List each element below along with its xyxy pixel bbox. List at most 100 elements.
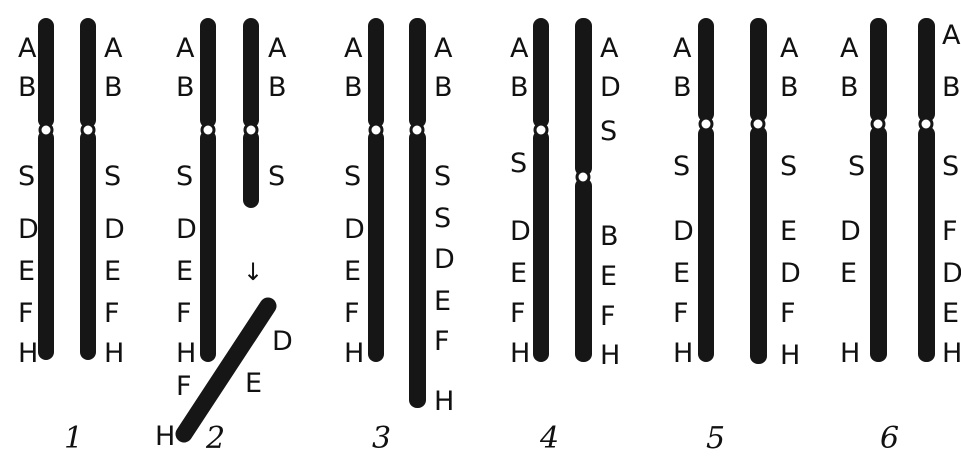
gene-label: A bbox=[780, 33, 799, 64]
chromosome-right-arm-top bbox=[80, 18, 96, 128]
chromosome-left-arm-bottom bbox=[533, 130, 549, 362]
chromosome-left-arm-top bbox=[368, 18, 384, 128]
gene-label: F bbox=[18, 298, 34, 329]
chromosome-left-arm-top bbox=[533, 18, 549, 128]
gene-label: B bbox=[104, 72, 123, 103]
gene-label: B bbox=[942, 72, 961, 103]
gene-label: B bbox=[673, 72, 692, 103]
gene-label: B bbox=[18, 72, 37, 103]
chromosome-right-arm-bottom bbox=[80, 130, 96, 360]
gene-label: H bbox=[434, 386, 454, 417]
gene-label: H bbox=[600, 340, 620, 371]
centromere-left bbox=[700, 118, 712, 130]
chromosome-left-arm-bottom bbox=[368, 130, 384, 362]
gene-label: D bbox=[434, 244, 455, 275]
gene-label: A bbox=[104, 33, 123, 64]
gene-label: H bbox=[18, 338, 38, 369]
gene-label: H bbox=[942, 338, 961, 369]
gene-label: B bbox=[434, 72, 453, 103]
gene-label: B bbox=[510, 72, 529, 103]
fragment-gene-label: D bbox=[272, 326, 293, 357]
chromosome-left-arm-bottom bbox=[38, 130, 54, 360]
gene-label: A bbox=[510, 33, 529, 64]
gene-label: E bbox=[344, 256, 361, 287]
panel-number: 2 bbox=[205, 421, 225, 456]
gene-label: D bbox=[510, 216, 531, 247]
gene-label: F bbox=[673, 298, 689, 329]
gene-label: A bbox=[18, 33, 37, 64]
gene-label: F bbox=[942, 216, 958, 247]
break-arrow-icon: ↓ bbox=[243, 258, 263, 286]
gene-label: S bbox=[176, 161, 193, 192]
gene-label: E bbox=[104, 256, 121, 287]
gene-label: F bbox=[510, 298, 526, 329]
centromere-right bbox=[752, 118, 764, 130]
gene-label: F bbox=[176, 371, 192, 402]
gene-label: S bbox=[673, 151, 690, 182]
chromosome-left-arm-top bbox=[38, 18, 54, 128]
gene-label: S bbox=[510, 148, 527, 179]
gene-label: A bbox=[434, 33, 453, 64]
centromere-left bbox=[202, 124, 214, 136]
gene-label: E bbox=[510, 258, 527, 289]
chromosome-right-arm-top bbox=[409, 18, 426, 128]
chromosome-right-arm-bottom bbox=[918, 126, 935, 362]
gene-label: F bbox=[344, 298, 360, 329]
centromere-left bbox=[872, 118, 884, 130]
chromosome-left-arm-top bbox=[870, 18, 887, 122]
gene-label: B bbox=[840, 72, 859, 103]
gene-label: H bbox=[673, 338, 693, 369]
chromosome-right-arm-top bbox=[243, 18, 259, 128]
gene-label: D bbox=[840, 216, 861, 247]
gene-label: S bbox=[942, 151, 959, 182]
panel-number: 3 bbox=[372, 421, 391, 456]
chromosome-left-arm-bottom bbox=[200, 130, 216, 362]
chromosome-right-arm-bottom bbox=[750, 126, 767, 364]
gene-label: D bbox=[104, 214, 125, 245]
centromere-right bbox=[82, 124, 94, 136]
chromosome-left-arm-bottom bbox=[698, 126, 714, 362]
chromosome-right-arm-top bbox=[918, 18, 935, 122]
chromosome-right-arm-bottom bbox=[575, 178, 592, 362]
gene-label: B bbox=[780, 72, 799, 103]
gene-label: D bbox=[780, 258, 801, 289]
gene-label: S bbox=[268, 161, 285, 192]
gene-label: H bbox=[840, 338, 860, 369]
gene-label: E bbox=[18, 256, 35, 287]
gene-label: E bbox=[176, 256, 193, 287]
gene-label: A bbox=[600, 33, 619, 64]
gene-label: A bbox=[176, 33, 195, 64]
gene-label: S bbox=[18, 161, 35, 192]
gene-label: F bbox=[104, 298, 120, 329]
centromere-left bbox=[535, 124, 547, 136]
panel-1: A B S D E F H A B S D E F H 1 bbox=[18, 18, 125, 456]
gene-label: A bbox=[942, 20, 961, 51]
gene-label: H bbox=[176, 338, 196, 369]
gene-label: S bbox=[780, 151, 797, 182]
gene-label: F bbox=[600, 301, 616, 332]
gene-label: D bbox=[942, 258, 961, 289]
centromere-right bbox=[411, 124, 423, 136]
panel-3: A B S D E F H A B S S D E F H 3 bbox=[344, 18, 455, 456]
gene-label: H bbox=[344, 338, 364, 369]
panel-number: 1 bbox=[64, 421, 83, 456]
gene-label: D bbox=[18, 214, 39, 245]
gene-label: S bbox=[434, 161, 451, 192]
panel-6: A B S D E H A B S F D E H 6 bbox=[840, 18, 961, 456]
gene-label: D bbox=[176, 214, 197, 245]
gene-label: S bbox=[600, 116, 617, 147]
chromosome-left-arm-bottom bbox=[870, 126, 887, 362]
gene-label: E bbox=[673, 258, 690, 289]
chromosome-right-arm-top bbox=[575, 18, 592, 176]
gene-label: D bbox=[600, 72, 621, 103]
gene-label: A bbox=[344, 33, 363, 64]
centromere-right bbox=[245, 124, 257, 136]
gene-label: H bbox=[104, 338, 124, 369]
chromosome-right-arm-bottom bbox=[409, 130, 426, 408]
gene-label: E bbox=[780, 216, 797, 247]
gene-label: B bbox=[344, 72, 363, 103]
panel-number: 6 bbox=[880, 421, 899, 456]
centromere-right bbox=[577, 171, 589, 183]
gene-label: E bbox=[840, 258, 857, 289]
